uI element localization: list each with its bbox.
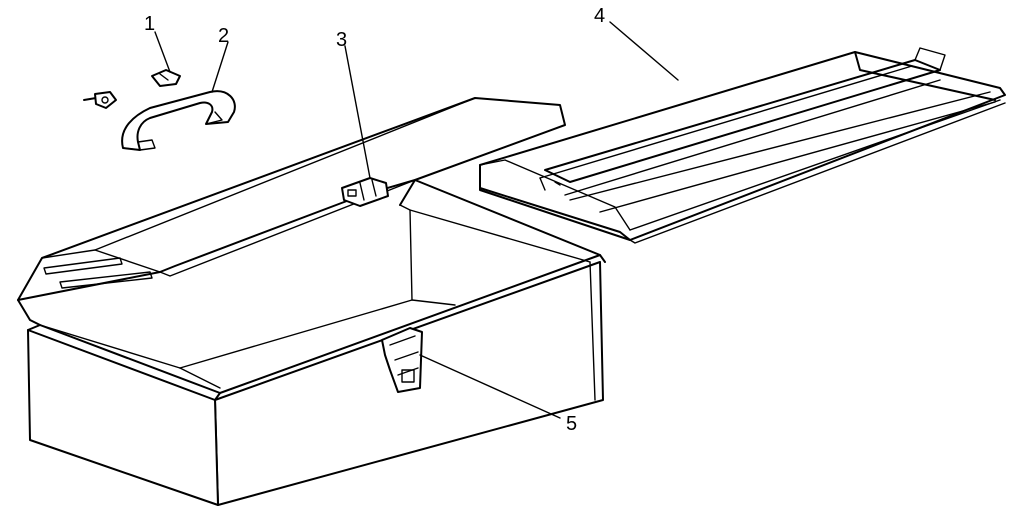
handle-part-2 [121, 90, 236, 151]
tray-part-4 [479, 47, 1006, 244]
hasp-part-3 [341, 177, 389, 207]
latch-part-5 [381, 327, 423, 393]
leader-line-3 [344, 45, 371, 179]
callout-1: 1 [144, 13, 155, 35]
callout-labels: 1 2 3 4 5 [144, 5, 605, 435]
callout-3: 3 [336, 29, 347, 51]
leader-line-1 [154, 31, 171, 73]
leader-line-4 [609, 21, 679, 81]
callout-2: 2 [218, 25, 229, 47]
fastener-screw [83, 91, 117, 109]
fastener-part-1 [151, 69, 181, 87]
leader-line-5 [419, 354, 561, 419]
callout-5: 5 [566, 413, 577, 435]
lid [17, 97, 566, 326]
leader-line-2 [211, 41, 229, 93]
callout-4: 4 [594, 5, 605, 27]
callout-leaders [154, 21, 679, 419]
toolbox-body [27, 179, 606, 506]
